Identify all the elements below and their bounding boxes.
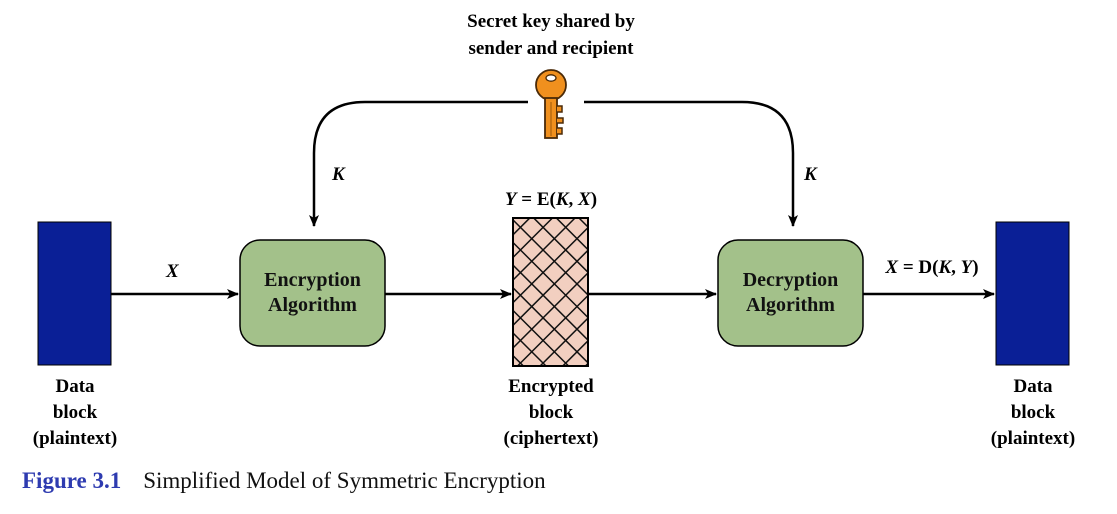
plaintext-left-line2: block [53, 402, 98, 423]
key-line-to-decryption [584, 100, 798, 227]
figure-caption: Figure 3.1 Simplified Model of Symmetric … [22, 468, 546, 494]
x-input-label: X [165, 261, 180, 282]
key-label-line1: Secret key shared by [467, 11, 635, 32]
plaintext-right-line3: (plaintext) [991, 428, 1075, 449]
ciphertext-label-line3: (ciphertext) [504, 428, 599, 449]
plaintext-right-line2: block [1011, 402, 1056, 423]
plaintext-block-right [995, 221, 1070, 366]
k-label-right: K [803, 164, 818, 185]
plaintext-left-line1: Data [55, 376, 95, 397]
encryption-label-line1: Encryption [264, 269, 361, 291]
encryption-label-line2: Algorithm [268, 294, 357, 316]
ciphertext-formula: Y = E(K, X) [505, 189, 597, 210]
key-label-line2: sender and recipient [468, 38, 634, 59]
decryption-algorithm-box [717, 239, 864, 347]
key-icon [535, 69, 567, 139]
plaintext-left-line3: (plaintext) [33, 428, 117, 449]
plaintext-formula: X = D(K, Y) [884, 257, 978, 278]
ciphertext-block [512, 217, 589, 367]
figure-number: Figure 3.1 [22, 468, 122, 493]
plaintext-right-line1: Data [1013, 376, 1053, 397]
k-label-left: K [331, 164, 346, 185]
decryption-label-line1: Decryption [743, 269, 839, 291]
ciphertext-label-line2: block [529, 402, 574, 423]
plaintext-block-left [37, 221, 112, 366]
ciphertext-label-line1: Encrypted [508, 376, 594, 397]
figure-title: Simplified Model of Symmetric Encryption [143, 468, 546, 493]
key-line-to-encryption [309, 100, 528, 227]
encryption-algorithm-box [239, 239, 386, 347]
decryption-label-line2: Algorithm [746, 294, 835, 316]
